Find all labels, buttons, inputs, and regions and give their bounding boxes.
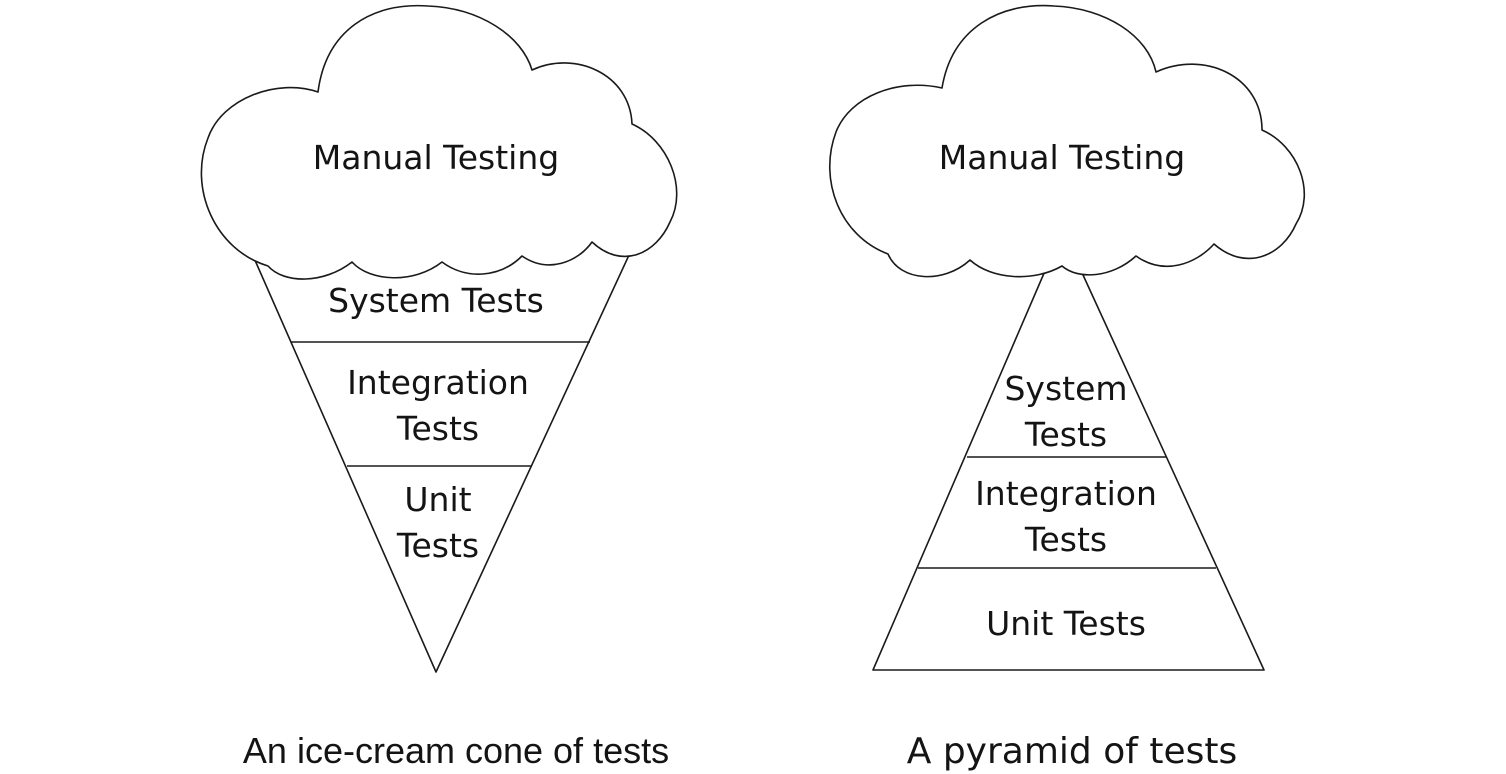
- pyramid: Manual Testing System Tests Integration …: [828, 4, 1305, 772]
- cone-layer-system-label: System Tests: [328, 281, 544, 320]
- cone-layer-integration-label-line1: Integration: [347, 363, 529, 402]
- pyramid-layer-system-label-line1: System: [1004, 369, 1127, 408]
- cone-cloud-shape: [200, 4, 678, 280]
- cone-cloud-label: Manual Testing: [313, 138, 559, 177]
- cone-caption: An ice-cream cone of tests: [243, 730, 669, 771]
- cone-layer-unit-label-line2: Tests: [396, 526, 479, 565]
- pyramid-cloud-label: Manual Testing: [939, 138, 1185, 177]
- cone-layer-integration-label-line2: Tests: [396, 409, 479, 448]
- pyramid-layer-system-label-line2: Tests: [1024, 415, 1107, 454]
- cone-layer-unit-label-line1: Unit: [404, 480, 471, 519]
- pyramid-cloud-shape: [828, 4, 1305, 278]
- pyramid-layer-unit-label: Unit Tests: [986, 604, 1146, 643]
- pyramid-layer-integration-label-line2: Tests: [1024, 520, 1107, 559]
- ice-cream-cone: Manual Testing System Tests Integration …: [200, 4, 678, 771]
- pyramid-layer-integration-label-line1: Integration: [975, 474, 1157, 513]
- pyramid-caption: A pyramid of tests: [907, 731, 1238, 772]
